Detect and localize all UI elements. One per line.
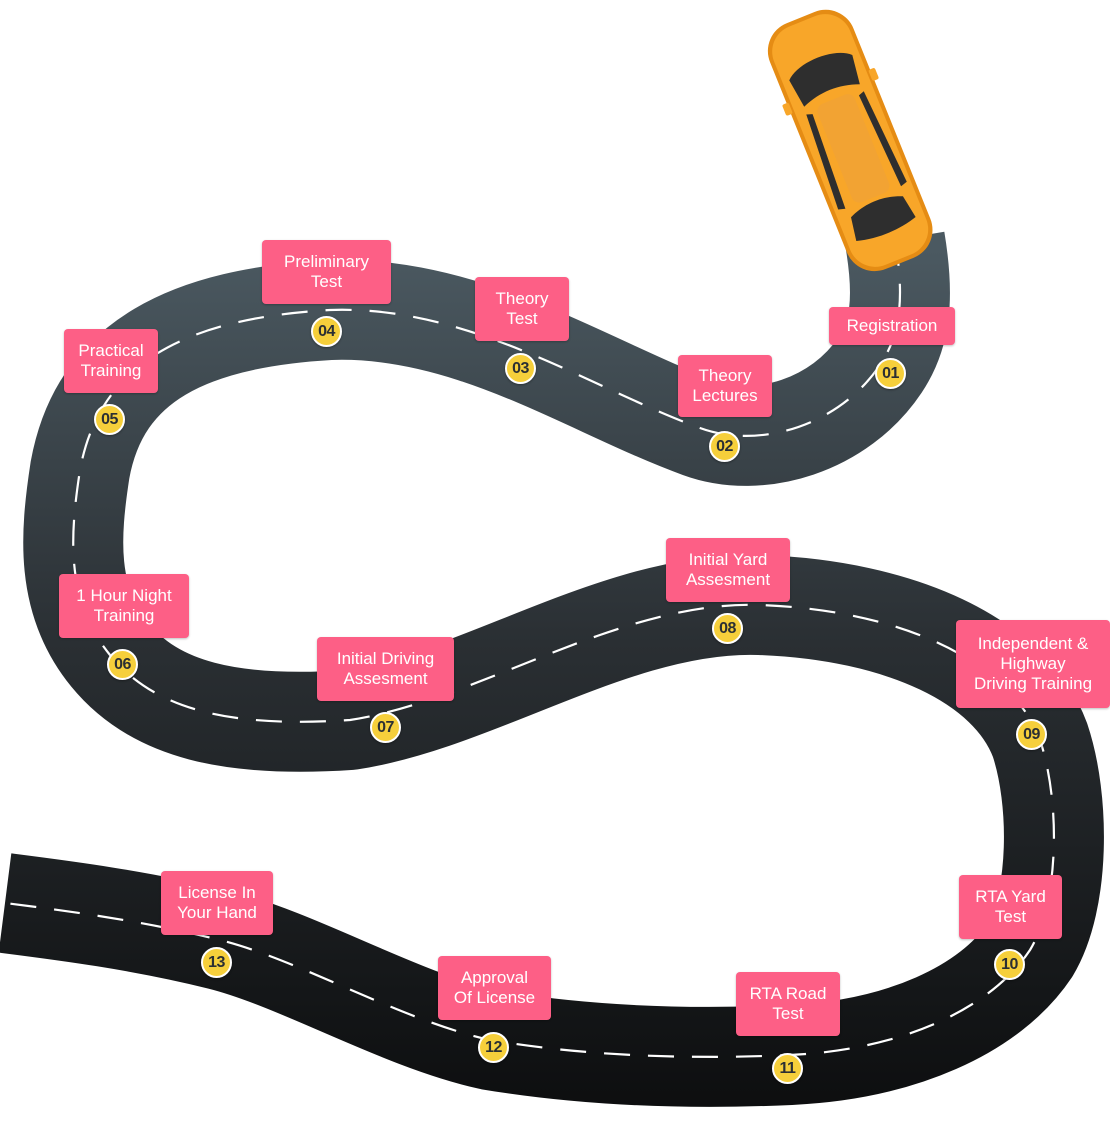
step-label-10: RTA Yard Test: [959, 875, 1062, 939]
step-badge-09: 09: [1016, 719, 1047, 750]
step-label-07: Initial Driving Assesment: [317, 637, 454, 701]
step-label-01: Registration: [829, 307, 955, 345]
step-label-11: RTA Road Test: [736, 972, 840, 1036]
step-badge-07: 07: [370, 712, 401, 743]
step-label-12: Approval Of License: [438, 956, 551, 1020]
step-label-13: License In Your Hand: [161, 871, 273, 935]
step-label-02: Theory Lectures: [678, 355, 772, 417]
step-badge-10: 10: [994, 949, 1025, 980]
step-badge-02: 02: [709, 431, 740, 462]
step-badge-03: 03: [505, 353, 536, 384]
step-label-04: Preliminary Test: [262, 240, 391, 304]
step-badge-04: 04: [311, 316, 342, 347]
step-badge-06: 06: [107, 649, 138, 680]
car-top-view-icon: [767, 9, 933, 272]
step-label-05: Practical Training: [64, 329, 158, 393]
step-label-03: Theory Test: [475, 277, 569, 341]
step-badge-08: 08: [712, 613, 743, 644]
step-badge-13: 13: [201, 947, 232, 978]
step-badge-05: 05: [94, 404, 125, 435]
step-label-08: Initial Yard Assesment: [666, 538, 790, 602]
step-label-09: Independent & Highway Driving Training: [956, 620, 1110, 708]
lane-marking: [4, 239, 1056, 1058]
step-badge-11: 11: [772, 1053, 803, 1084]
step-badge-12: 12: [478, 1032, 509, 1063]
step-label-06: 1 Hour Night Training: [59, 574, 189, 638]
step-badge-01: 01: [875, 358, 906, 389]
